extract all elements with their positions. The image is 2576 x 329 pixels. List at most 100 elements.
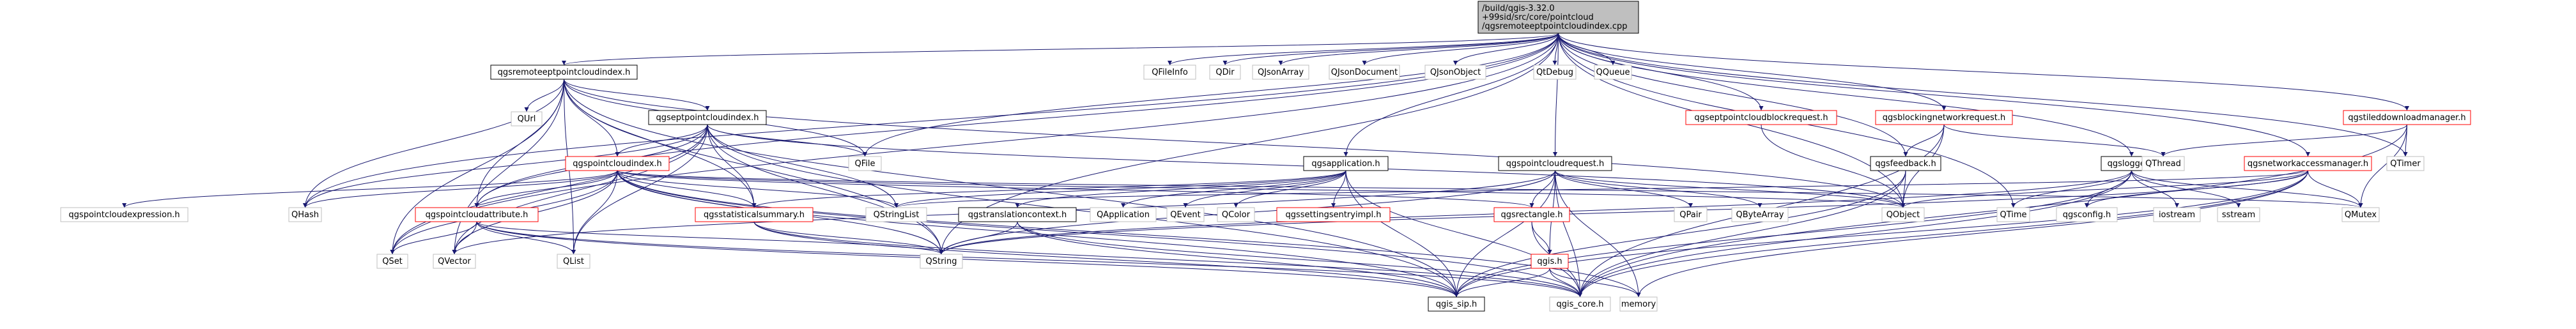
node-box bbox=[958, 207, 1077, 222]
node-box bbox=[1428, 296, 1485, 312]
edge-rectangle-h-to-qgis-h bbox=[1531, 221, 1552, 255]
edge-qgsapp-h-to-qapplication bbox=[1121, 170, 1346, 208]
edge-feedback-h-to-qgis-core-h bbox=[1578, 170, 1906, 298]
include-nodes: /build/qgis-3.32.0+99sid/src/core/pointc… bbox=[60, 1, 2471, 312]
edge-remoteept-h-to-qurl bbox=[524, 79, 564, 112]
node-root: /build/qgis-3.32.0+99sid/src/core/pointc… bbox=[1477, 1, 1639, 34]
node-label: qgsblockingnetworkrequest.h bbox=[1883, 113, 2005, 123]
edge-root-to-pcrequest-h bbox=[1553, 33, 1559, 157]
node-label: qgsrectangle.h bbox=[1500, 210, 1562, 220]
edge-qgslogger-h-to-sstream bbox=[2131, 170, 2241, 208]
edge-pcrequest-h-to-qgis-core-h bbox=[1555, 170, 1582, 298]
node-qjsonobject: QJsonObject bbox=[1424, 65, 1486, 80]
node-qevent: QEvent bbox=[1166, 207, 1205, 222]
node-qobject: QObject bbox=[1881, 207, 1925, 222]
node-label: QTime bbox=[2000, 210, 2026, 220]
node-box bbox=[60, 207, 189, 222]
edge-qgslogger-h-to-qgis-core-h bbox=[1578, 170, 2132, 298]
node-label: QJsonObject bbox=[1430, 68, 1481, 77]
edge-netaccess-h-to-memory bbox=[1636, 170, 2308, 298]
node-feedback-h: qgsfeedback.h bbox=[1870, 156, 1941, 171]
node-box bbox=[1329, 65, 1400, 80]
node-label: QJsonDocument bbox=[1331, 68, 1398, 77]
node-label: memory bbox=[1621, 300, 1656, 309]
node-label: QMutex bbox=[2345, 210, 2377, 220]
node-qtime: QTime bbox=[1996, 207, 2030, 222]
node-label: qgsfeedback.h bbox=[1875, 159, 1936, 169]
edge-qgsapp-h-to-translation-h bbox=[1015, 170, 1346, 208]
node-sstream: sstream bbox=[2217, 207, 2260, 222]
edge-root-to-qgsapp-h bbox=[1343, 33, 1559, 157]
node-pcrequest-h: qgspointcloudrequest.h bbox=[1498, 156, 1612, 171]
node-rectangle-h: qgsrectangle.h bbox=[1493, 207, 1570, 222]
node-box bbox=[511, 111, 543, 126]
node-box bbox=[1875, 110, 2013, 125]
node-box bbox=[2386, 156, 2425, 171]
node-qpair: QPair bbox=[1674, 207, 1708, 222]
edge-qgsapp-h-to-qevent bbox=[1183, 170, 1346, 208]
node-label: qgstranslationcontext.h bbox=[968, 210, 1067, 220]
edge-root-to-netaccess-h bbox=[1558, 33, 2310, 157]
node-label: QHash bbox=[291, 210, 319, 220]
edge-root-to-tiledl-h bbox=[1558, 33, 2409, 111]
edge-eptpc-h-to-qvector bbox=[452, 124, 708, 255]
node-box bbox=[433, 254, 476, 269]
node-qfile: QFile bbox=[848, 156, 882, 171]
edge-remoteept-h-to-qobject bbox=[564, 79, 1906, 208]
node-qgsconfig-h: qgsconfig.h bbox=[2056, 207, 2118, 222]
node-box bbox=[2153, 207, 2201, 222]
edge-netaccess-h-to-qobject bbox=[1901, 170, 2308, 208]
node-label: +99sid/src/core/pointcloud bbox=[1482, 13, 1594, 22]
node-label: QJsonArray bbox=[1258, 68, 1304, 77]
edge-statsum-h-to-qstring bbox=[753, 221, 944, 255]
node-label: /qgsremoteeptpointcloudindex.cpp bbox=[1482, 22, 1627, 31]
node-box bbox=[1996, 207, 2030, 222]
edge-qgsapp-h-to-settingsimpl-h bbox=[1331, 170, 1346, 208]
node-label: QTimer bbox=[2390, 159, 2421, 169]
node-label: qgspointcloudattribute.h bbox=[426, 210, 528, 220]
node-label: QStringList bbox=[874, 210, 920, 220]
node-label: QFileInfo bbox=[1152, 68, 1188, 77]
edge-root-to-qgslogger-h bbox=[1558, 33, 2134, 157]
node-box bbox=[1674, 207, 1708, 222]
edge-qgslogger-h-to-iostream bbox=[2131, 170, 2179, 208]
node-qcolor: QColor bbox=[1217, 207, 1255, 222]
node-label: QPair bbox=[1679, 210, 1702, 220]
edge-eptpc-h-to-qfile bbox=[707, 124, 867, 157]
node-label: QUrl bbox=[518, 114, 536, 124]
node-qhash: QHash bbox=[288, 207, 322, 222]
node-box bbox=[848, 156, 882, 171]
edge-eptblockreq-h-to-qobject bbox=[1761, 124, 1906, 208]
node-box bbox=[490, 65, 638, 80]
node-box bbox=[1870, 156, 1941, 171]
node-box bbox=[1533, 65, 1577, 80]
node-label: qgspointcloudrequest.h bbox=[1506, 159, 1604, 169]
node-box bbox=[1252, 65, 1309, 80]
node-box bbox=[415, 207, 539, 222]
node-label: QVector bbox=[438, 257, 471, 266]
node-box bbox=[1166, 207, 1205, 222]
edge-tiledl-h-to-qthread bbox=[2161, 124, 2407, 157]
node-label: iostream bbox=[2159, 210, 2195, 220]
edge-qgis-h-to-qgis-sip-h bbox=[1454, 268, 1550, 298]
node-box bbox=[2141, 156, 2185, 171]
edge-blocknetreq-h-to-feedback-h bbox=[1903, 124, 1945, 157]
node-qbytearray: QByteArray bbox=[1731, 207, 1789, 222]
node-box bbox=[1685, 110, 1837, 125]
edge-remoteept-h-to-qvector bbox=[452, 79, 564, 255]
node-qdir: QDir bbox=[1209, 65, 1241, 80]
edge-qgsapp-h-to-qcolor bbox=[1233, 170, 1346, 208]
node-box bbox=[1143, 65, 1196, 80]
edge-qgslogger-h-to-qgis-sip-h bbox=[1454, 170, 2132, 298]
node-qset: QSet bbox=[376, 254, 408, 269]
node-qtdebug: QtDebug bbox=[1533, 65, 1577, 80]
node-label: QQueue bbox=[1596, 68, 1630, 77]
node-box bbox=[1303, 156, 1389, 171]
node-box bbox=[2056, 207, 2118, 222]
node-qapplication: QApplication bbox=[1090, 207, 1157, 222]
node-label: qgseptpointcloudblockrequest.h bbox=[1694, 113, 1828, 123]
edge-root-to-qjsonobject bbox=[1453, 33, 1559, 66]
node-label: QByteArray bbox=[1736, 210, 1784, 220]
edge-qgsapp-h-to-statsum-h bbox=[752, 170, 1346, 208]
edge-eptpc-h-to-qstring bbox=[707, 124, 944, 255]
